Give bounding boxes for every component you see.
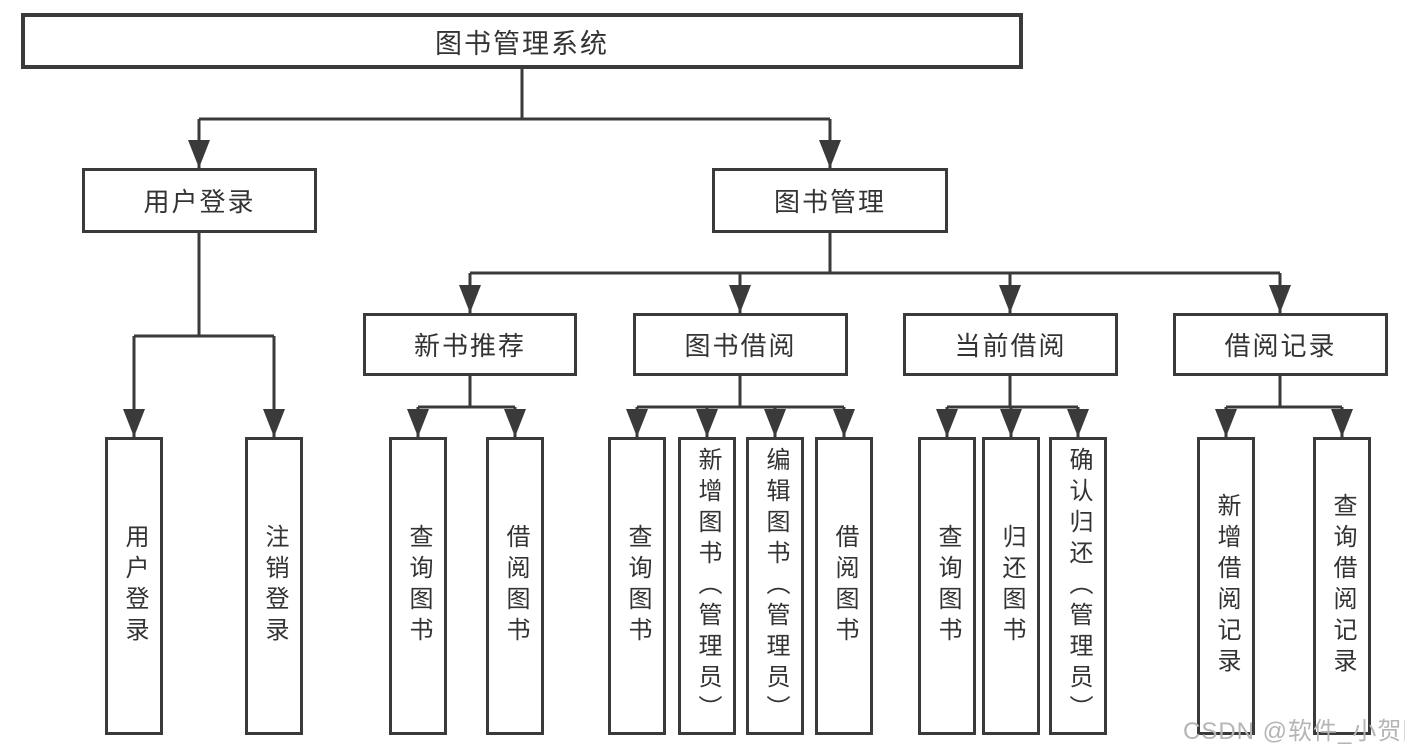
watermark: CSDN @软件_小贺同学 xyxy=(1183,718,1405,745)
leaf-edit-book-admin: 编辑图书（管理员） xyxy=(746,437,804,735)
leaf-confirm-return-admin-label: 确认归还（管理员） xyxy=(1065,446,1092,726)
node-user-login: 用户登录 xyxy=(82,168,317,233)
leaf-logout-label: 注销登录 xyxy=(261,524,288,648)
leaf-query-books-recommend-label: 查询图书 xyxy=(405,524,432,648)
leaf-return-books-label: 归还图书 xyxy=(998,524,1025,648)
leaf-add-borrow-record-label: 新增借阅记录 xyxy=(1213,493,1240,679)
node-new-book-recommendation: 新书推荐 xyxy=(363,313,577,376)
leaf-query-books-borrowing: 查询图书 xyxy=(608,437,666,735)
node-current-borrowing: 当前借阅 xyxy=(903,313,1118,376)
node-user-login-label: 用户登录 xyxy=(143,187,256,217)
node-library-management-system: 图书管理系统 xyxy=(21,13,1023,69)
leaf-add-borrow-record: 新增借阅记录 xyxy=(1197,437,1255,735)
leaf-query-books-recommend: 查询图书 xyxy=(389,437,447,735)
leaf-borrow-books-recommend: 借阅图书 xyxy=(486,437,544,735)
leaf-query-books-current-label: 查询图书 xyxy=(934,524,961,648)
node-new-book-recommendation-label: 新书推荐 xyxy=(413,331,526,361)
leaf-add-book-admin-label: 新增图书（管理员） xyxy=(694,446,721,726)
node-book-borrowing-label: 图书借阅 xyxy=(684,331,797,361)
leaf-borrow-books-borrowing-label: 借阅图书 xyxy=(831,524,858,648)
node-book-management: 图书管理 xyxy=(712,168,948,233)
node-book-borrowing: 图书借阅 xyxy=(633,313,848,376)
leaf-return-books: 归还图书 xyxy=(982,437,1040,735)
leaf-query-borrow-record-label: 查询借阅记录 xyxy=(1329,493,1356,679)
leaf-borrow-books-borrowing: 借阅图书 xyxy=(815,437,873,735)
leaf-query-books-current: 查询图书 xyxy=(918,437,976,735)
leaf-edit-book-admin-label: 编辑图书（管理员） xyxy=(762,446,789,726)
leaf-query-books-borrowing-label: 查询图书 xyxy=(624,524,651,648)
leaf-add-book-admin: 新增图书（管理员） xyxy=(678,437,736,735)
leaf-logout: 注销登录 xyxy=(245,437,303,735)
leaf-user-login-label: 用户登录 xyxy=(121,524,148,648)
leaf-confirm-return-admin: 确认归还（管理员） xyxy=(1049,437,1107,735)
node-library-management-system-label: 图书管理系统 xyxy=(435,28,609,59)
leaf-query-borrow-record: 查询借阅记录 xyxy=(1313,437,1371,735)
leaf-borrow-books-recommend-label: 借阅图书 xyxy=(502,524,529,648)
node-current-borrowing-label: 当前借阅 xyxy=(954,331,1067,361)
node-book-management-label: 图书管理 xyxy=(773,187,886,217)
node-borrowing-records-label: 借阅记录 xyxy=(1224,331,1337,361)
leaf-user-login: 用户登录 xyxy=(105,437,163,735)
node-borrowing-records: 借阅记录 xyxy=(1173,313,1388,376)
arrowheads xyxy=(123,140,1353,437)
